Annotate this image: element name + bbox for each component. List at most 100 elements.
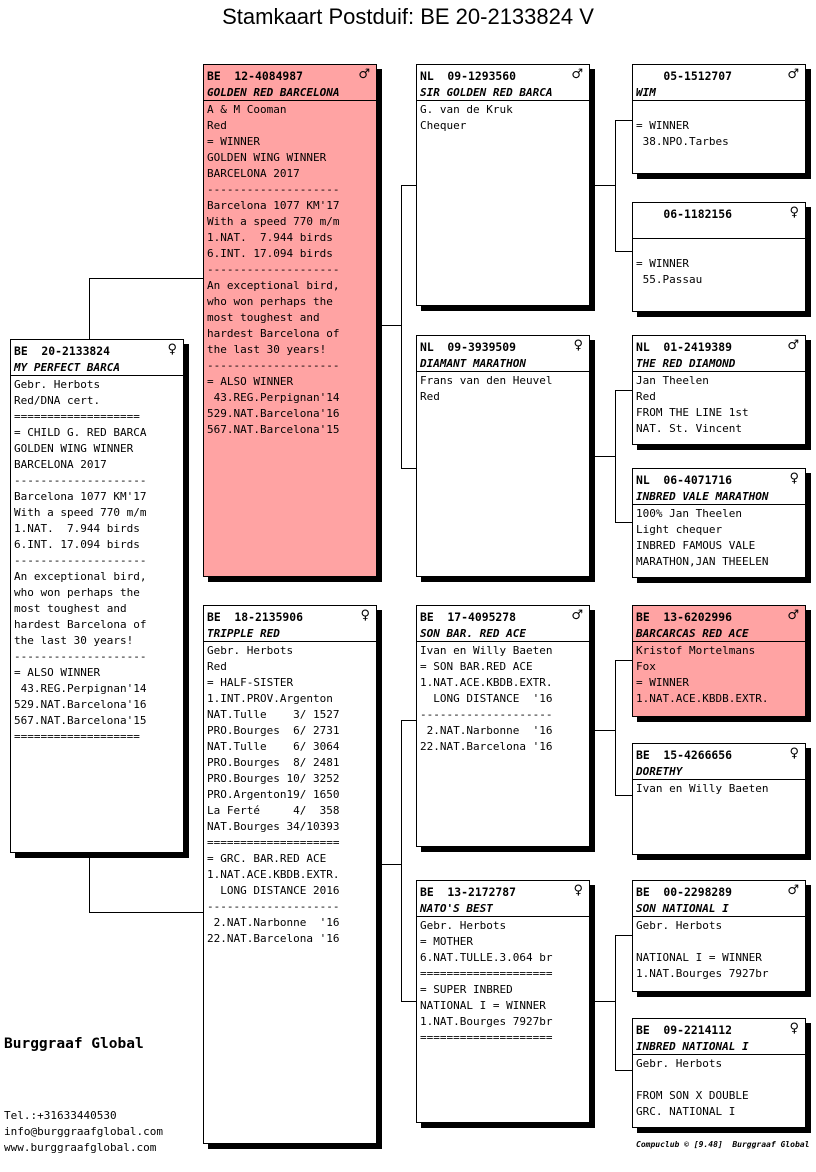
pigeon-details: Gebr. Herbots = MOTHER 6.NAT.TULLE.3.064… bbox=[420, 919, 553, 1044]
pigeon-name: SIR GOLDEN RED BARCA bbox=[417, 86, 589, 101]
male-icon: ♂ bbox=[787, 338, 799, 353]
brand-name: Burggraaf Global bbox=[4, 1036, 144, 1052]
male-icon: ♂ bbox=[571, 67, 583, 82]
connector bbox=[615, 390, 616, 522]
pigeon-details: 100% Jan Theelen Light chequer INBRED FA… bbox=[636, 507, 769, 568]
female-icon: ♀ bbox=[789, 746, 799, 761]
pigeon-details: Frans van den Heuvel Red bbox=[420, 374, 553, 403]
pigeon-name: INBRED VALE MARATHON bbox=[633, 490, 805, 505]
male-icon: ♂ bbox=[787, 608, 799, 623]
connector bbox=[615, 935, 632, 936]
pigeon-name: DIAMANT MARATHON bbox=[417, 357, 589, 372]
contact-email[interactable]: info@burggraafglobal.com bbox=[4, 1125, 163, 1138]
contact-website[interactable]: www.burggraafglobal.com bbox=[4, 1141, 157, 1154]
ring-number: BE 20-2133824 bbox=[14, 344, 111, 358]
pigeon-details: Gebr. Herbots FROM SON X DOUBLE GRC. NAT… bbox=[636, 1057, 749, 1118]
page-title: Stamkaart Postduif: BE 20-2133824 V bbox=[222, 4, 594, 29]
pigeon-name: DORETHY bbox=[633, 765, 805, 780]
female-icon: ♀ bbox=[360, 608, 370, 623]
female-icon: ♀ bbox=[167, 342, 177, 357]
ring-number: NL 06-4071716 bbox=[636, 473, 733, 487]
connector bbox=[401, 720, 417, 721]
pigeon-name: GOLDEN RED BARCELONA bbox=[204, 86, 376, 101]
pigeon-details: = WINNER 38.NPO.Tarbes bbox=[636, 119, 729, 148]
pigeon-name: THE RED DIAMOND bbox=[633, 357, 805, 372]
female-icon: ♀ bbox=[789, 471, 799, 486]
connector bbox=[589, 185, 616, 186]
ring-number: NL 09-1293560 bbox=[420, 69, 517, 83]
connector bbox=[615, 251, 632, 252]
connector bbox=[376, 864, 402, 865]
ring-number: NL 09-3939509 bbox=[420, 340, 517, 354]
connector bbox=[401, 185, 417, 186]
pigeon-details: Ivan en Willy Baeten = SON BAR.RED ACE 1… bbox=[420, 644, 553, 753]
female-icon: ♀ bbox=[789, 205, 799, 220]
connector bbox=[401, 1001, 417, 1002]
connector bbox=[615, 660, 632, 661]
connector bbox=[615, 1070, 632, 1071]
male-icon: ♂ bbox=[358, 67, 370, 82]
pigeon-card-father: BE 12-4084987 ♂ GOLDEN RED BARCELONA A &… bbox=[203, 64, 377, 577]
pigeon-details: Gebr. Herbots NATIONAL I = WINNER 1.NAT.… bbox=[636, 919, 769, 980]
pigeon-name: WIM bbox=[633, 86, 805, 101]
female-icon: ♀ bbox=[789, 1021, 799, 1036]
ring-number: BE 15-4266656 bbox=[636, 748, 733, 762]
connector bbox=[615, 935, 616, 1070]
ring-number: 06-1182156 bbox=[636, 207, 733, 221]
pigeon-name: SON NATIONAL I bbox=[633, 902, 805, 917]
pigeon-card-mmf: BE 00-2298289 ♂ SON NATIONAL I Gebr. Her… bbox=[632, 880, 806, 992]
connector bbox=[615, 120, 632, 121]
ring-number: BE 17-4095278 bbox=[420, 610, 517, 624]
connector bbox=[401, 720, 402, 1002]
connector bbox=[89, 912, 204, 913]
pigeon-card-fmf: NL 01-2419389 ♂ THE RED DIAMOND Jan Thee… bbox=[632, 335, 806, 445]
contact-phone: Tel.:+31633440530 bbox=[4, 1109, 117, 1122]
pigeon-card-mff: BE 13-6202996 ♂ BARCARCAS RED ACE Kristo… bbox=[632, 605, 806, 717]
pigeon-name bbox=[633, 224, 805, 239]
connector bbox=[615, 120, 616, 251]
ring-number: BE 13-2172787 bbox=[420, 885, 517, 899]
pigeon-details: Kristof Mortelmans Fox = WINNER 1.NAT.AC… bbox=[636, 644, 769, 705]
pigeon-card-mfm: BE 15-4266656 ♀ DORETHY Ivan en Willy Ba… bbox=[632, 743, 806, 855]
connector bbox=[401, 185, 402, 468]
pigeon-name: INBRED NATIONAL I bbox=[633, 1040, 805, 1055]
pigeon-name: TRIPPLE RED bbox=[204, 627, 376, 642]
pigeon-details: G. van de Kruk Chequer bbox=[420, 103, 513, 132]
ring-number: BE 09-2214112 bbox=[636, 1023, 733, 1037]
pigeon-details: Ivan en Willy Baeten bbox=[636, 782, 769, 795]
female-icon: ♀ bbox=[573, 883, 583, 898]
pigeon-card-ff: NL 09-1293560 ♂ SIR GOLDEN RED BARCA G. … bbox=[416, 64, 590, 306]
pigeon-name: MY PERFECT BARCA bbox=[11, 361, 183, 376]
connector bbox=[89, 278, 204, 279]
connector bbox=[615, 390, 632, 391]
pigeon-card-fff: 05-1512707 ♂ WIM = WINNER 38.NPO.Tarbes bbox=[632, 64, 806, 174]
footer-credit: Compuclub © [9.48] Burggraaf Global bbox=[636, 1140, 810, 1149]
connector bbox=[615, 660, 616, 795]
ring-number: BE 00-2298289 bbox=[636, 885, 733, 899]
ring-number: BE 12-4084987 bbox=[207, 69, 304, 83]
pigeon-name: SON BAR. RED ACE bbox=[417, 627, 589, 642]
pigeon-details: A & M Cooman Red = WINNER GOLDEN WING WI… bbox=[207, 103, 340, 436]
ring-number: BE 13-6202996 bbox=[636, 610, 733, 624]
pigeon-card-ffm: 06-1182156 ♀ = WINNER 55.Passau bbox=[632, 202, 806, 312]
male-icon: ♂ bbox=[787, 883, 799, 898]
ring-number: NL 01-2419389 bbox=[636, 340, 733, 354]
pigeon-details: Gebr. Herbots Red = HALF-SISTER 1.INT.PR… bbox=[207, 644, 340, 945]
pigeon-card-mmm: BE 09-2214112 ♀ INBRED NATIONAL I Gebr. … bbox=[632, 1018, 806, 1128]
connector bbox=[401, 468, 417, 469]
connector bbox=[589, 1001, 616, 1002]
pigeon-name: NATO'S BEST bbox=[417, 902, 589, 917]
pigeon-details: Gebr. Herbots Red/DNA cert. ============… bbox=[14, 378, 147, 743]
contact-block: Tel.:+31633440530 info@burggraafglobal.co… bbox=[4, 1108, 163, 1156]
pigeon-card-mm: BE 13-2172787 ♀ NATO'S BEST Gebr. Herbot… bbox=[416, 880, 590, 1123]
female-icon: ♀ bbox=[573, 338, 583, 353]
connector bbox=[589, 730, 616, 731]
pigeon-details: Jan Theelen Red FROM THE LINE 1st NAT. S… bbox=[636, 374, 749, 435]
pigeon-card-fm: NL 09-3939509 ♀ DIAMANT MARATHON Frans v… bbox=[416, 335, 590, 577]
connector bbox=[89, 278, 90, 342]
connector bbox=[615, 795, 632, 796]
pigeon-name: BARCARCAS RED ACE bbox=[633, 627, 805, 642]
pigeon-card-subject: BE 20-2133824 ♀ MY PERFECT BARCA Gebr. H… bbox=[10, 339, 184, 853]
connector bbox=[615, 522, 632, 523]
male-icon: ♂ bbox=[787, 67, 799, 82]
